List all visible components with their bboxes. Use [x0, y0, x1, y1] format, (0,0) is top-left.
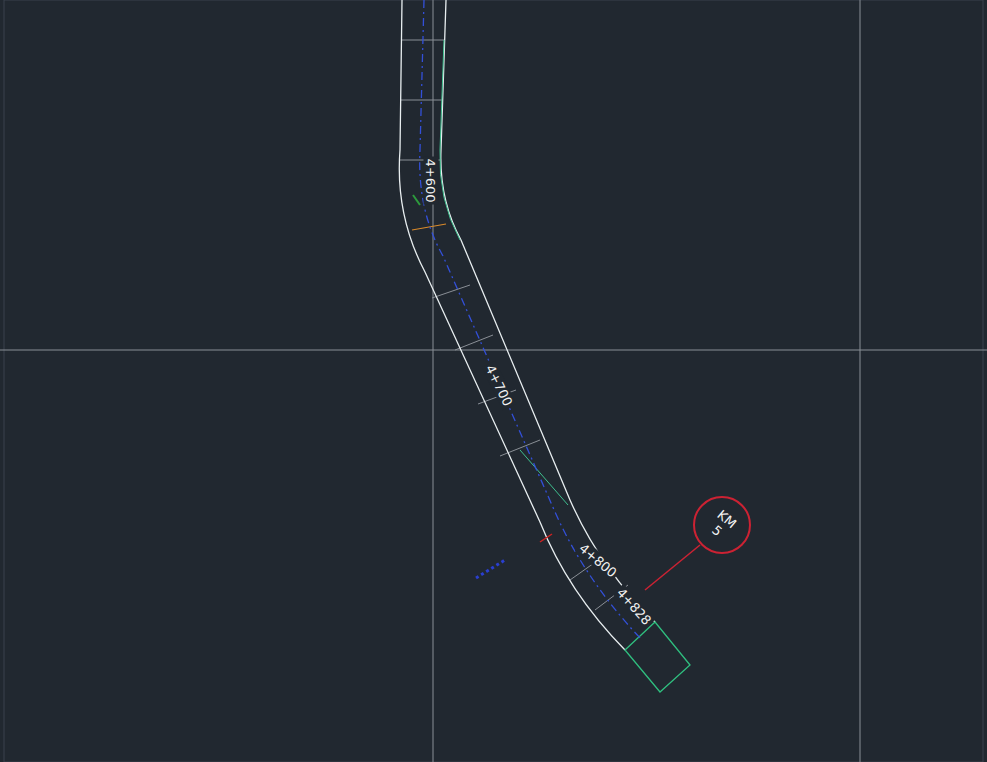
viewport-frame	[4, 0, 983, 762]
curve-point	[413, 195, 420, 205]
station-label: 4+828	[612, 583, 655, 629]
grid-line	[0, 350, 987, 351]
design-line	[520, 450, 568, 505]
radius-mark	[476, 560, 505, 578]
design-line	[440, 40, 460, 240]
station-label: 4+800	[575, 539, 621, 581]
leader-line	[645, 545, 700, 590]
km-marker-circle: KM 5	[692, 495, 752, 555]
station-label: 4+600	[423, 156, 438, 204]
section-marker	[412, 224, 446, 230]
grid-line	[860, 0, 861, 762]
curve-point	[540, 534, 552, 542]
km-text: KM 5	[701, 504, 743, 546]
road-edge	[399, 0, 625, 650]
centerline	[420, 0, 642, 640]
road-edge	[441, 0, 655, 622]
cross-section-ticks	[400, 40, 628, 610]
grid-line	[433, 0, 434, 762]
station-label: 4+700	[482, 360, 517, 410]
